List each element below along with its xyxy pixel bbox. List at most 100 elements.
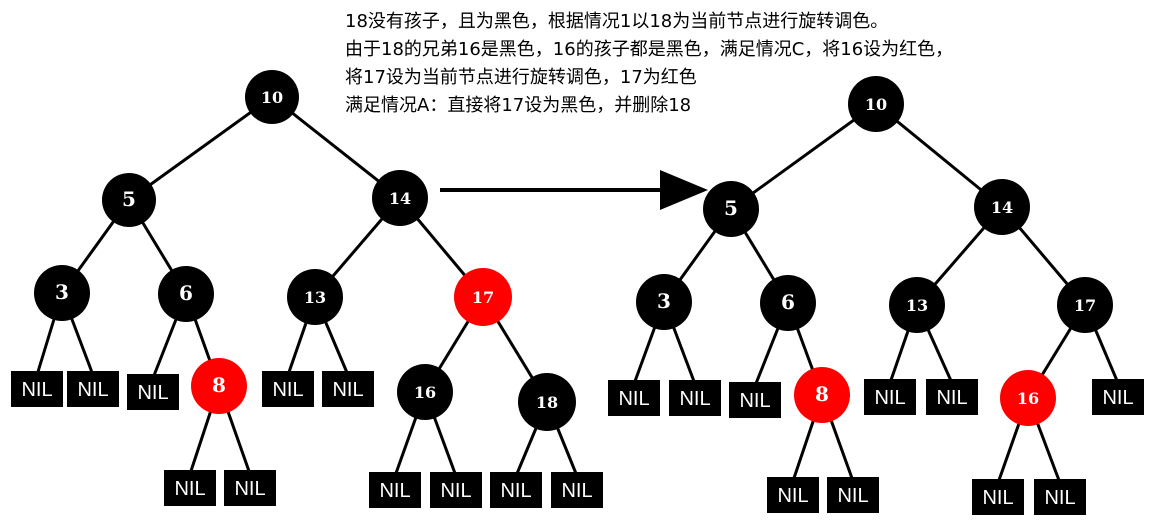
nil-box <box>1092 379 1144 415</box>
nil-leaf: NIL <box>972 479 1024 515</box>
node-label: 3 <box>657 289 671 313</box>
nil-box <box>127 374 179 410</box>
nil-leaf: NIL <box>11 371 63 407</box>
tree-edge <box>128 95 273 202</box>
nil-leaf: NIL <box>1034 479 1086 515</box>
tree-node-after-10: 10 <box>848 76 904 132</box>
nil-label: NIL <box>777 485 808 507</box>
node-circle <box>397 364 453 420</box>
node-label: 3 <box>55 280 69 304</box>
nil-label: NIL <box>679 388 710 410</box>
node-label: 5 <box>724 196 738 220</box>
tree-node-before-6: 6 <box>158 266 214 322</box>
node-circle <box>848 76 904 132</box>
tree-node-before-18: 18 <box>518 373 576 431</box>
tree-node-after-17: 17 <box>1057 277 1113 333</box>
nil-label: NIL <box>837 485 868 507</box>
node-label: 6 <box>781 290 795 314</box>
node-label: 6 <box>179 281 193 305</box>
nil-leaf: NIL <box>430 472 482 508</box>
nil-box <box>551 472 603 508</box>
tree-node-before-17: 17 <box>454 268 512 326</box>
nil-leaf: NIL <box>67 371 119 407</box>
node-label: 13 <box>906 296 928 315</box>
tree-node-before-8: 8 <box>191 358 247 414</box>
node-label: 8 <box>815 382 829 406</box>
nil-box <box>1034 479 1086 515</box>
node-circle <box>158 266 214 322</box>
node-circle <box>703 181 759 237</box>
nil-box <box>669 380 721 416</box>
caption-line-3: 将17设为当前节点进行旋转调色，17为红色 <box>345 67 697 88</box>
nil-box <box>11 371 63 407</box>
nil-leaf: NIL <box>827 477 879 513</box>
node-circle <box>245 70 299 124</box>
node-label: 17 <box>1074 296 1096 315</box>
caption-line-4: 满足情况A：直接将17设为黑色，并删除18 <box>345 95 692 116</box>
nil-leaf: NIL <box>608 380 660 416</box>
tree-node-after-8: 8 <box>794 367 850 423</box>
nil-label: NIL <box>618 388 649 410</box>
node-label: 10 <box>865 95 887 114</box>
nil-label: NIL <box>379 480 410 502</box>
node-circle <box>372 170 428 226</box>
nil-leaf: NIL <box>164 470 216 506</box>
nil-label: NIL <box>936 387 967 409</box>
node-label: 18 <box>536 393 558 412</box>
nil-box <box>322 371 374 407</box>
nil-label: NIL <box>982 487 1013 509</box>
nil-leaf: NIL <box>322 371 374 407</box>
caption-line-1: 18没有孩子，且为黑色，根据情况1以18为当前节点进行旋转调色。 <box>345 11 889 32</box>
node-circle <box>518 373 576 431</box>
tree-node-after-5: 5 <box>703 181 759 237</box>
nil-label: NIL <box>1102 387 1133 409</box>
nil-leaf: NIL <box>729 382 781 418</box>
tree-node-after-3: 3 <box>636 274 692 330</box>
tree-node-before-14: 14 <box>372 170 428 226</box>
nil-box <box>972 479 1024 515</box>
tree-node-after-13: 13 <box>889 277 945 333</box>
nil-box <box>608 380 660 416</box>
nil-box <box>224 470 276 506</box>
nil-box <box>369 472 421 508</box>
node-label: 10 <box>261 88 283 107</box>
nil-box <box>67 371 119 407</box>
nil-box <box>827 477 879 513</box>
nil-label: NIL <box>272 379 303 401</box>
nil-leaf: NIL <box>224 470 276 506</box>
node-circle <box>760 275 816 331</box>
tree-node-after-6: 6 <box>760 275 816 331</box>
node-circle <box>102 173 156 227</box>
node-label: 8 <box>212 373 226 397</box>
nil-leaf: NIL <box>127 374 179 410</box>
node-label: 16 <box>414 383 436 402</box>
node-circle <box>191 358 247 414</box>
nil-box <box>767 477 819 513</box>
node-label: 13 <box>304 288 326 307</box>
node-circle <box>889 277 945 333</box>
nil-leaf: NIL <box>551 472 603 508</box>
node-label: 5 <box>122 187 136 211</box>
caption-line-2: 由于18的兄弟16是黑色，16的孩子都是黑色，满足情况C，将16设为红色， <box>345 39 954 60</box>
tree-node-after-16: 16 <box>1000 370 1056 426</box>
nil-leaf: NIL <box>864 379 916 415</box>
nil-leaf: NIL <box>926 379 978 415</box>
nil-label: NIL <box>77 379 108 401</box>
nil-leaf: NIL <box>669 380 721 416</box>
nil-label: NIL <box>21 379 52 401</box>
node-circle <box>974 179 1030 235</box>
nil-leaf: NIL <box>369 472 421 508</box>
nil-leaf: NIL <box>262 371 314 407</box>
nil-label: NIL <box>1044 487 1075 509</box>
nil-label: NIL <box>332 379 363 401</box>
nil-label: NIL <box>739 390 770 412</box>
tree-node-before-3: 3 <box>34 265 90 321</box>
node-label: 17 <box>472 288 494 307</box>
nil-box <box>430 472 482 508</box>
nil-leaf: NIL <box>490 472 542 508</box>
nil-label: NIL <box>440 480 471 502</box>
nil-label: NIL <box>874 387 905 409</box>
nil-label: NIL <box>500 480 531 502</box>
node-label: 16 <box>1017 389 1039 408</box>
